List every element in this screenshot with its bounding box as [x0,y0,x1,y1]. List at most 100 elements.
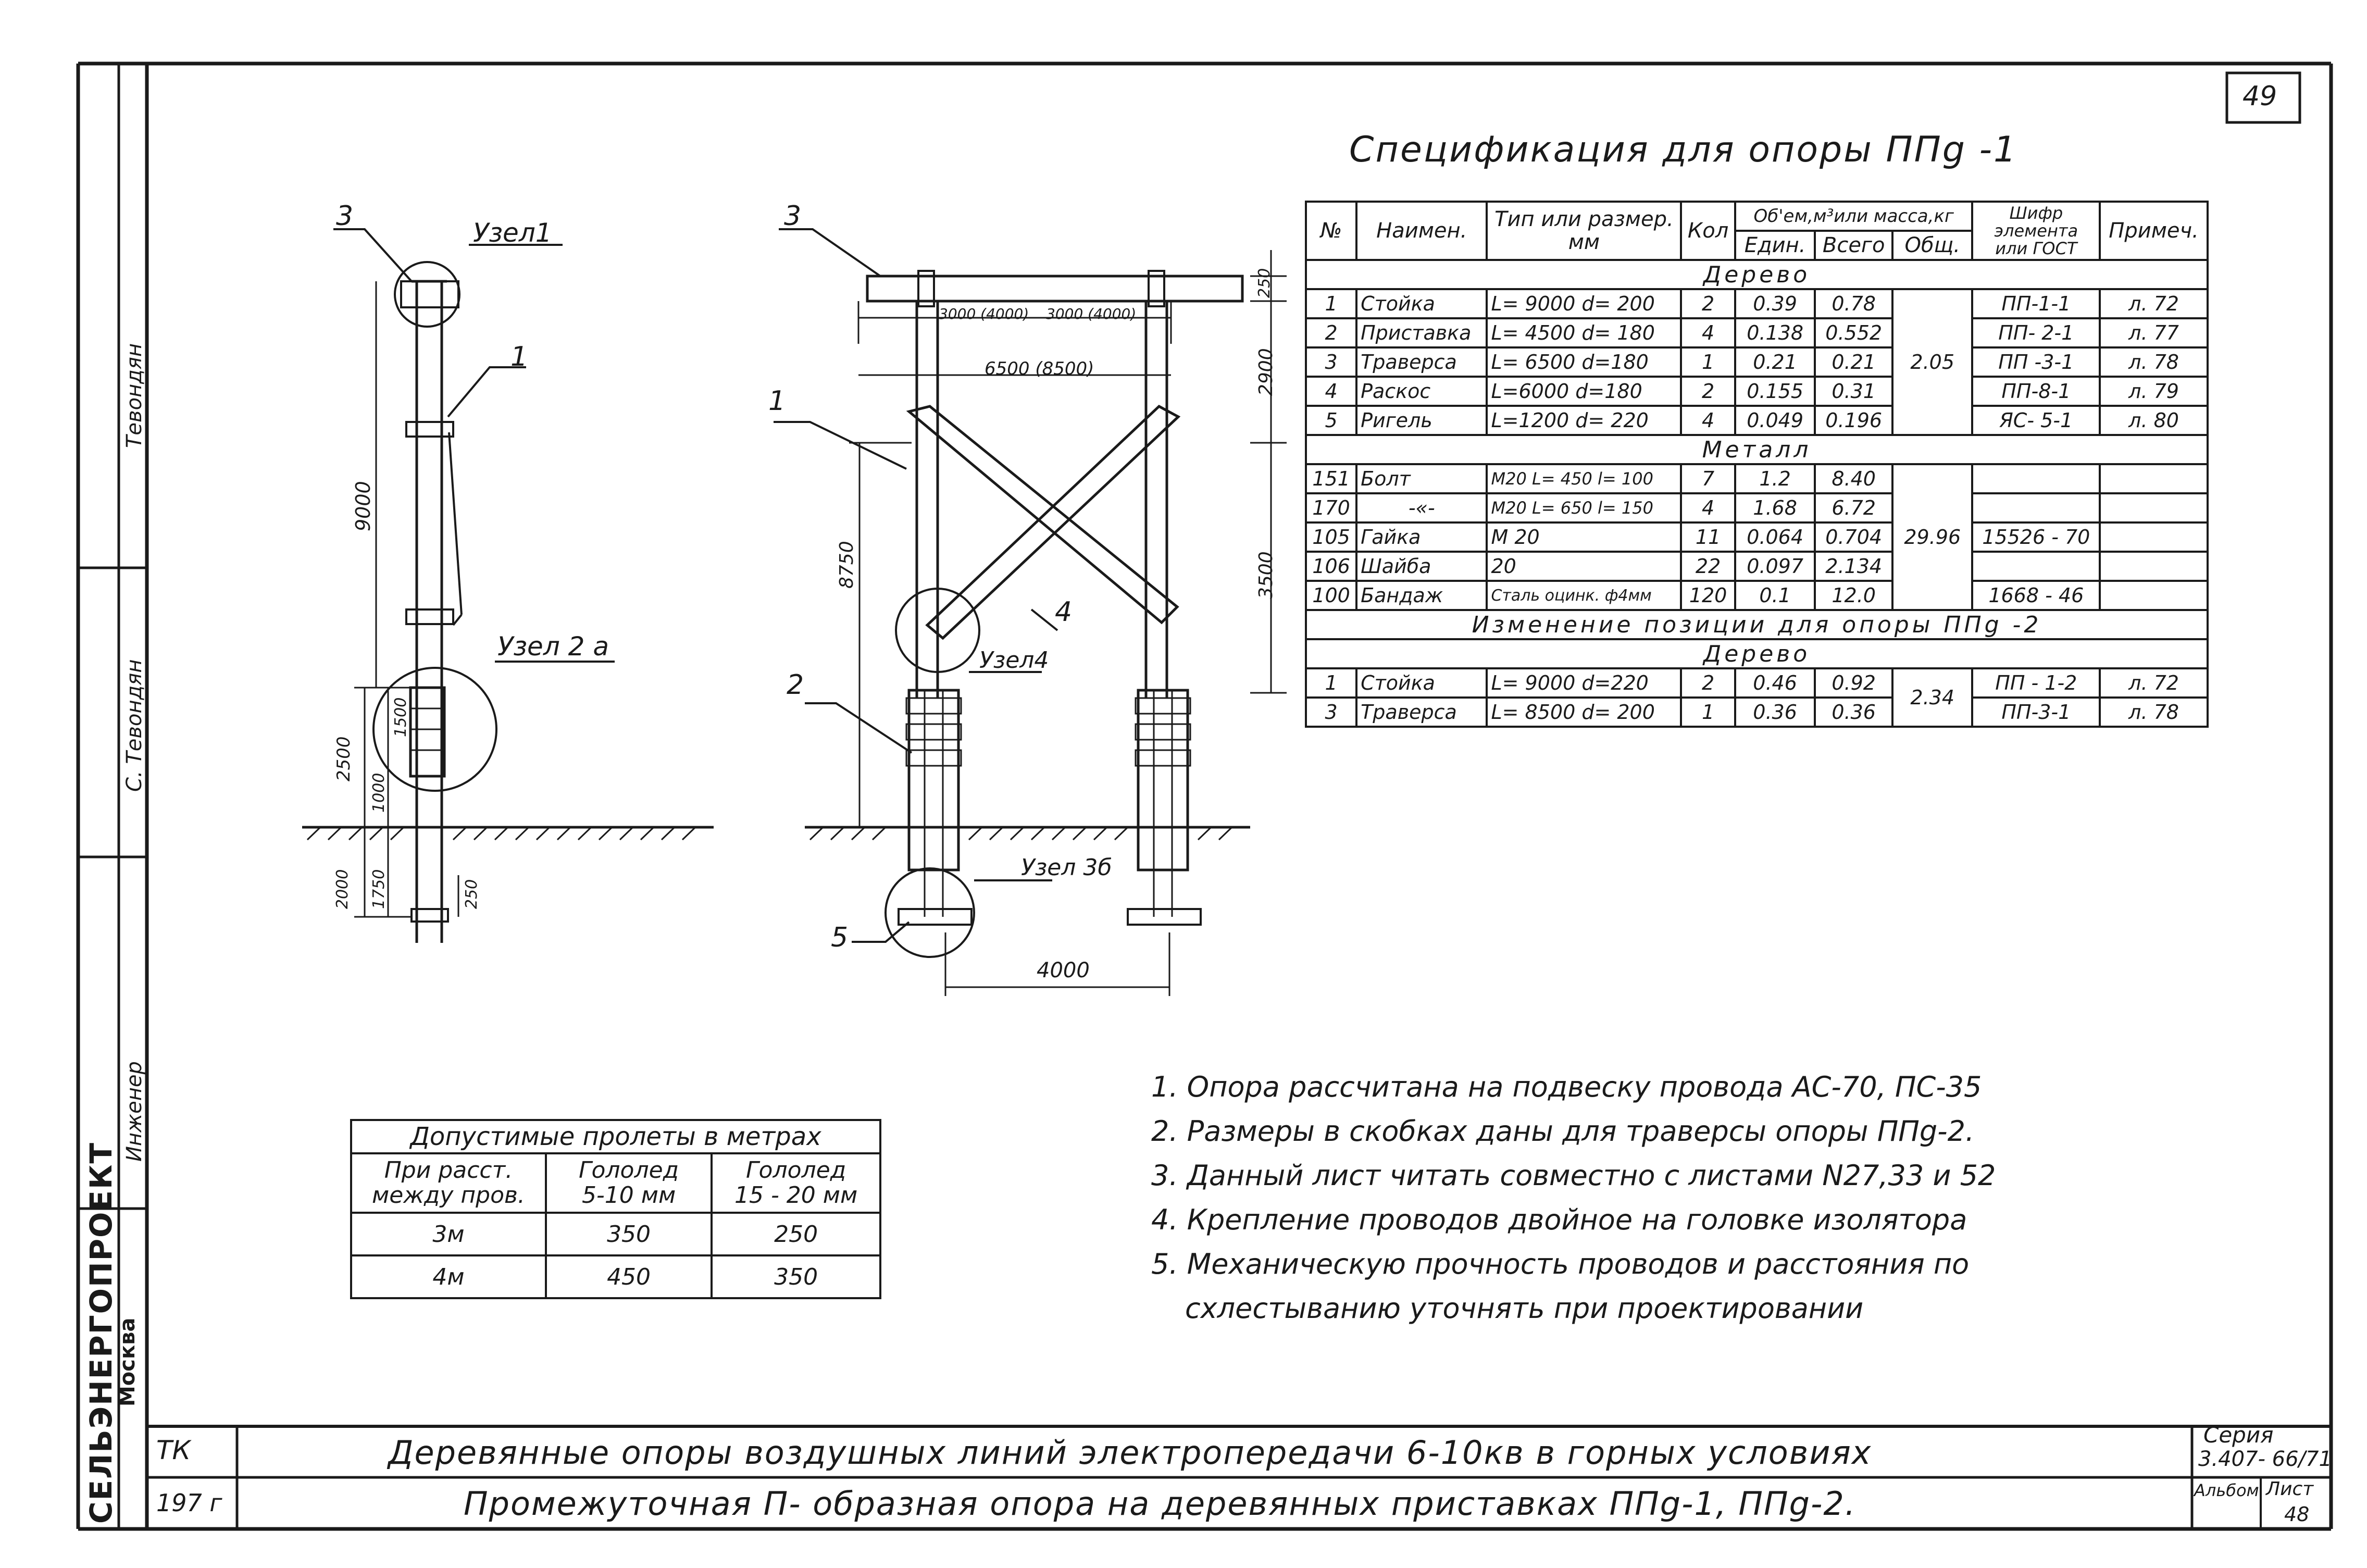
cell-name: Гайка [1355,521,1488,553]
stamp-sheet-value: 48 [2284,1503,2310,1526]
cell-code: 1668 - 46 [1971,580,2101,611]
spec-table: № Наимен. Тип или размер. мм Кол Об'ем,м… [1304,201,2209,728]
note-1: 1. Опора рассчитана на подвеску провода … [1151,1071,1982,1103]
spans-col-ice-15-20-line1: Гололед [746,1157,846,1184]
cell-ice-5-10: 450 [544,1254,713,1299]
spans-col-ice-15-20-line2: 15 - 20 мм [734,1182,858,1209]
cell-num: 1 [1304,288,1358,319]
note-4: 4. Крепление проводов двойное на головке… [1151,1203,1967,1236]
cell-num: 100 [1304,580,1358,611]
cell-note: л. 78 [2099,696,2209,728]
table-row: 3 Траверса L= 8500 d= 200 1 0.36 0.36 ПП… [1304,696,2209,728]
cell-common: 2.05 [1891,288,1974,436]
cell-ice-5-10: 350 [544,1212,713,1256]
col-type: Тип или размер. мм [1486,201,1683,261]
section-wood-2: Дерево [1305,638,2209,669]
stamp-sheet-label: Лист [2266,1478,2314,1500]
cell-code: 15526 - 70 [1971,521,2101,553]
cell-note [2099,521,2209,553]
ground-hatch-left [306,826,696,841]
col-name: Наимен. [1355,201,1488,261]
cell-total: 0.78 [1814,288,1893,319]
front-dim-4000: 4000 [1037,959,1090,982]
cell-ice-15-20: 350 [711,1254,881,1299]
cell-qty: 11 [1680,521,1736,553]
cell-num: 5 [1304,405,1358,436]
cell-type: L=1200 d= 220 [1486,405,1683,436]
table-row: 5 Ригель L=1200 d= 220 4 0.049 0.196 ЯС-… [1304,405,2209,436]
cell-qty: 120 [1680,580,1736,611]
cell-note [2099,580,2209,611]
col-unit: Един. [1734,230,1816,261]
cell-name: Траверса [1355,696,1488,728]
cell-ice-15-20: 250 [711,1212,881,1256]
cell-code [1971,492,2101,524]
page-number: 49 [2243,81,2277,112]
cell-total: 0.92 [1814,667,1893,699]
cell-code: ПП- 2-1 [1971,317,2101,349]
ground-hatch-right [809,826,1233,841]
cell-total: 0.36 [1814,696,1893,728]
side-node-1: Узел1 [473,218,552,248]
cell-type: L= 8500 d= 200 [1486,696,1683,728]
table-row: 3 Траверса L= 6500 d=180 1 0.21 0.21 ПП … [1304,346,2209,378]
cell-code [1971,551,2101,582]
front-callout-2: 2 [787,669,804,701]
cell-type: L= 9000 d=220 [1486,667,1683,699]
spans-col-ice-5-10-line1: Гололед [579,1157,679,1184]
cell-common: 29.96 [1891,463,1974,611]
spans-col-distance-line1: При расст. [384,1157,513,1184]
cell-num: 3 [1304,346,1358,378]
front-dim-250: 250 [1255,268,1274,298]
cell-name: Шайба [1355,551,1488,582]
cell-code: ПП - 1-2 [1971,667,2101,699]
cell-total: 8.40 [1814,463,1893,494]
stamp-album-label: Альбом [2194,1480,2259,1500]
front-callout-3: 3 [784,201,802,232]
table-row: 4м 450 350 [350,1254,881,1299]
col-qty: Кол [1680,201,1736,261]
spans-col-ice-5-10-line2: 5-10 мм [581,1182,676,1209]
table-row: 151 Болт M20 L= 450 l= 100 7 1.2 8.40 29… [1304,463,2209,611]
table-row: 1 Стойка L= 9000 d=220 2 0.46 0.92 2.34 … [1304,667,2209,728]
cell-type: L= 6500 d=180 [1486,346,1683,378]
spans-col-distance-line2: между пров. [372,1182,525,1209]
cell-note: л. 79 [2099,376,2209,407]
front-callout-4: 4 [1055,596,1073,628]
stamp-title-2: Промежуточная П- образная опора на дерев… [464,1485,1857,1523]
cell-type: M 20 [1486,521,1683,553]
section-change: Изменение позиции для опоры ППg -2 [1305,609,2209,640]
col-common: Общ. [1891,230,1974,261]
cell-note [2099,551,2209,582]
cell-type: Сталь оцинк. ф4мм [1486,580,1683,611]
cell-note: л. 72 [2099,288,2209,319]
front-callout-5: 5 [831,922,849,953]
stamp-series-value: 3.407- 66/71 [2198,1447,2332,1471]
cell-total: 12.0 [1814,580,1893,611]
cell-unit: 0.39 [1734,288,1816,319]
cell-distance: 4м [350,1254,547,1299]
section-wood: Дерево [1305,259,2209,290]
front-callout-1: 1 [768,385,786,417]
cell-type: L= 9000 d= 200 [1486,288,1683,319]
cell-qty: 1 [1680,346,1736,378]
cell-qty: 4 [1680,317,1736,349]
cell-type: 20 [1486,551,1683,582]
cell-name: Траверса [1355,346,1488,378]
side-node-2a: Узел 2 а [497,631,609,662]
cell-type: M20 L= 450 l= 100 [1486,463,1683,494]
front-dim-3500: 3500 [1255,551,1277,599]
cell-distance: 3м [350,1212,547,1256]
cell-note: л. 78 [2099,346,2209,378]
table-row: 170 -«- M20 L= 650 l= 150 4 1.68 6.72 [1304,492,2209,524]
front-dim-2900: 2900 [1255,348,1277,396]
cell-total: 2.134 [1814,551,1893,582]
cell-qty: 22 [1680,551,1736,582]
cell-unit: 0.049 [1734,405,1816,436]
spans-col-ice-5-10: Гололед 5-10 мм [544,1152,713,1214]
cell-qty: 2 [1680,288,1736,319]
cell-name: Стойка [1355,667,1488,699]
cell-unit: 1.2 [1734,463,1816,494]
